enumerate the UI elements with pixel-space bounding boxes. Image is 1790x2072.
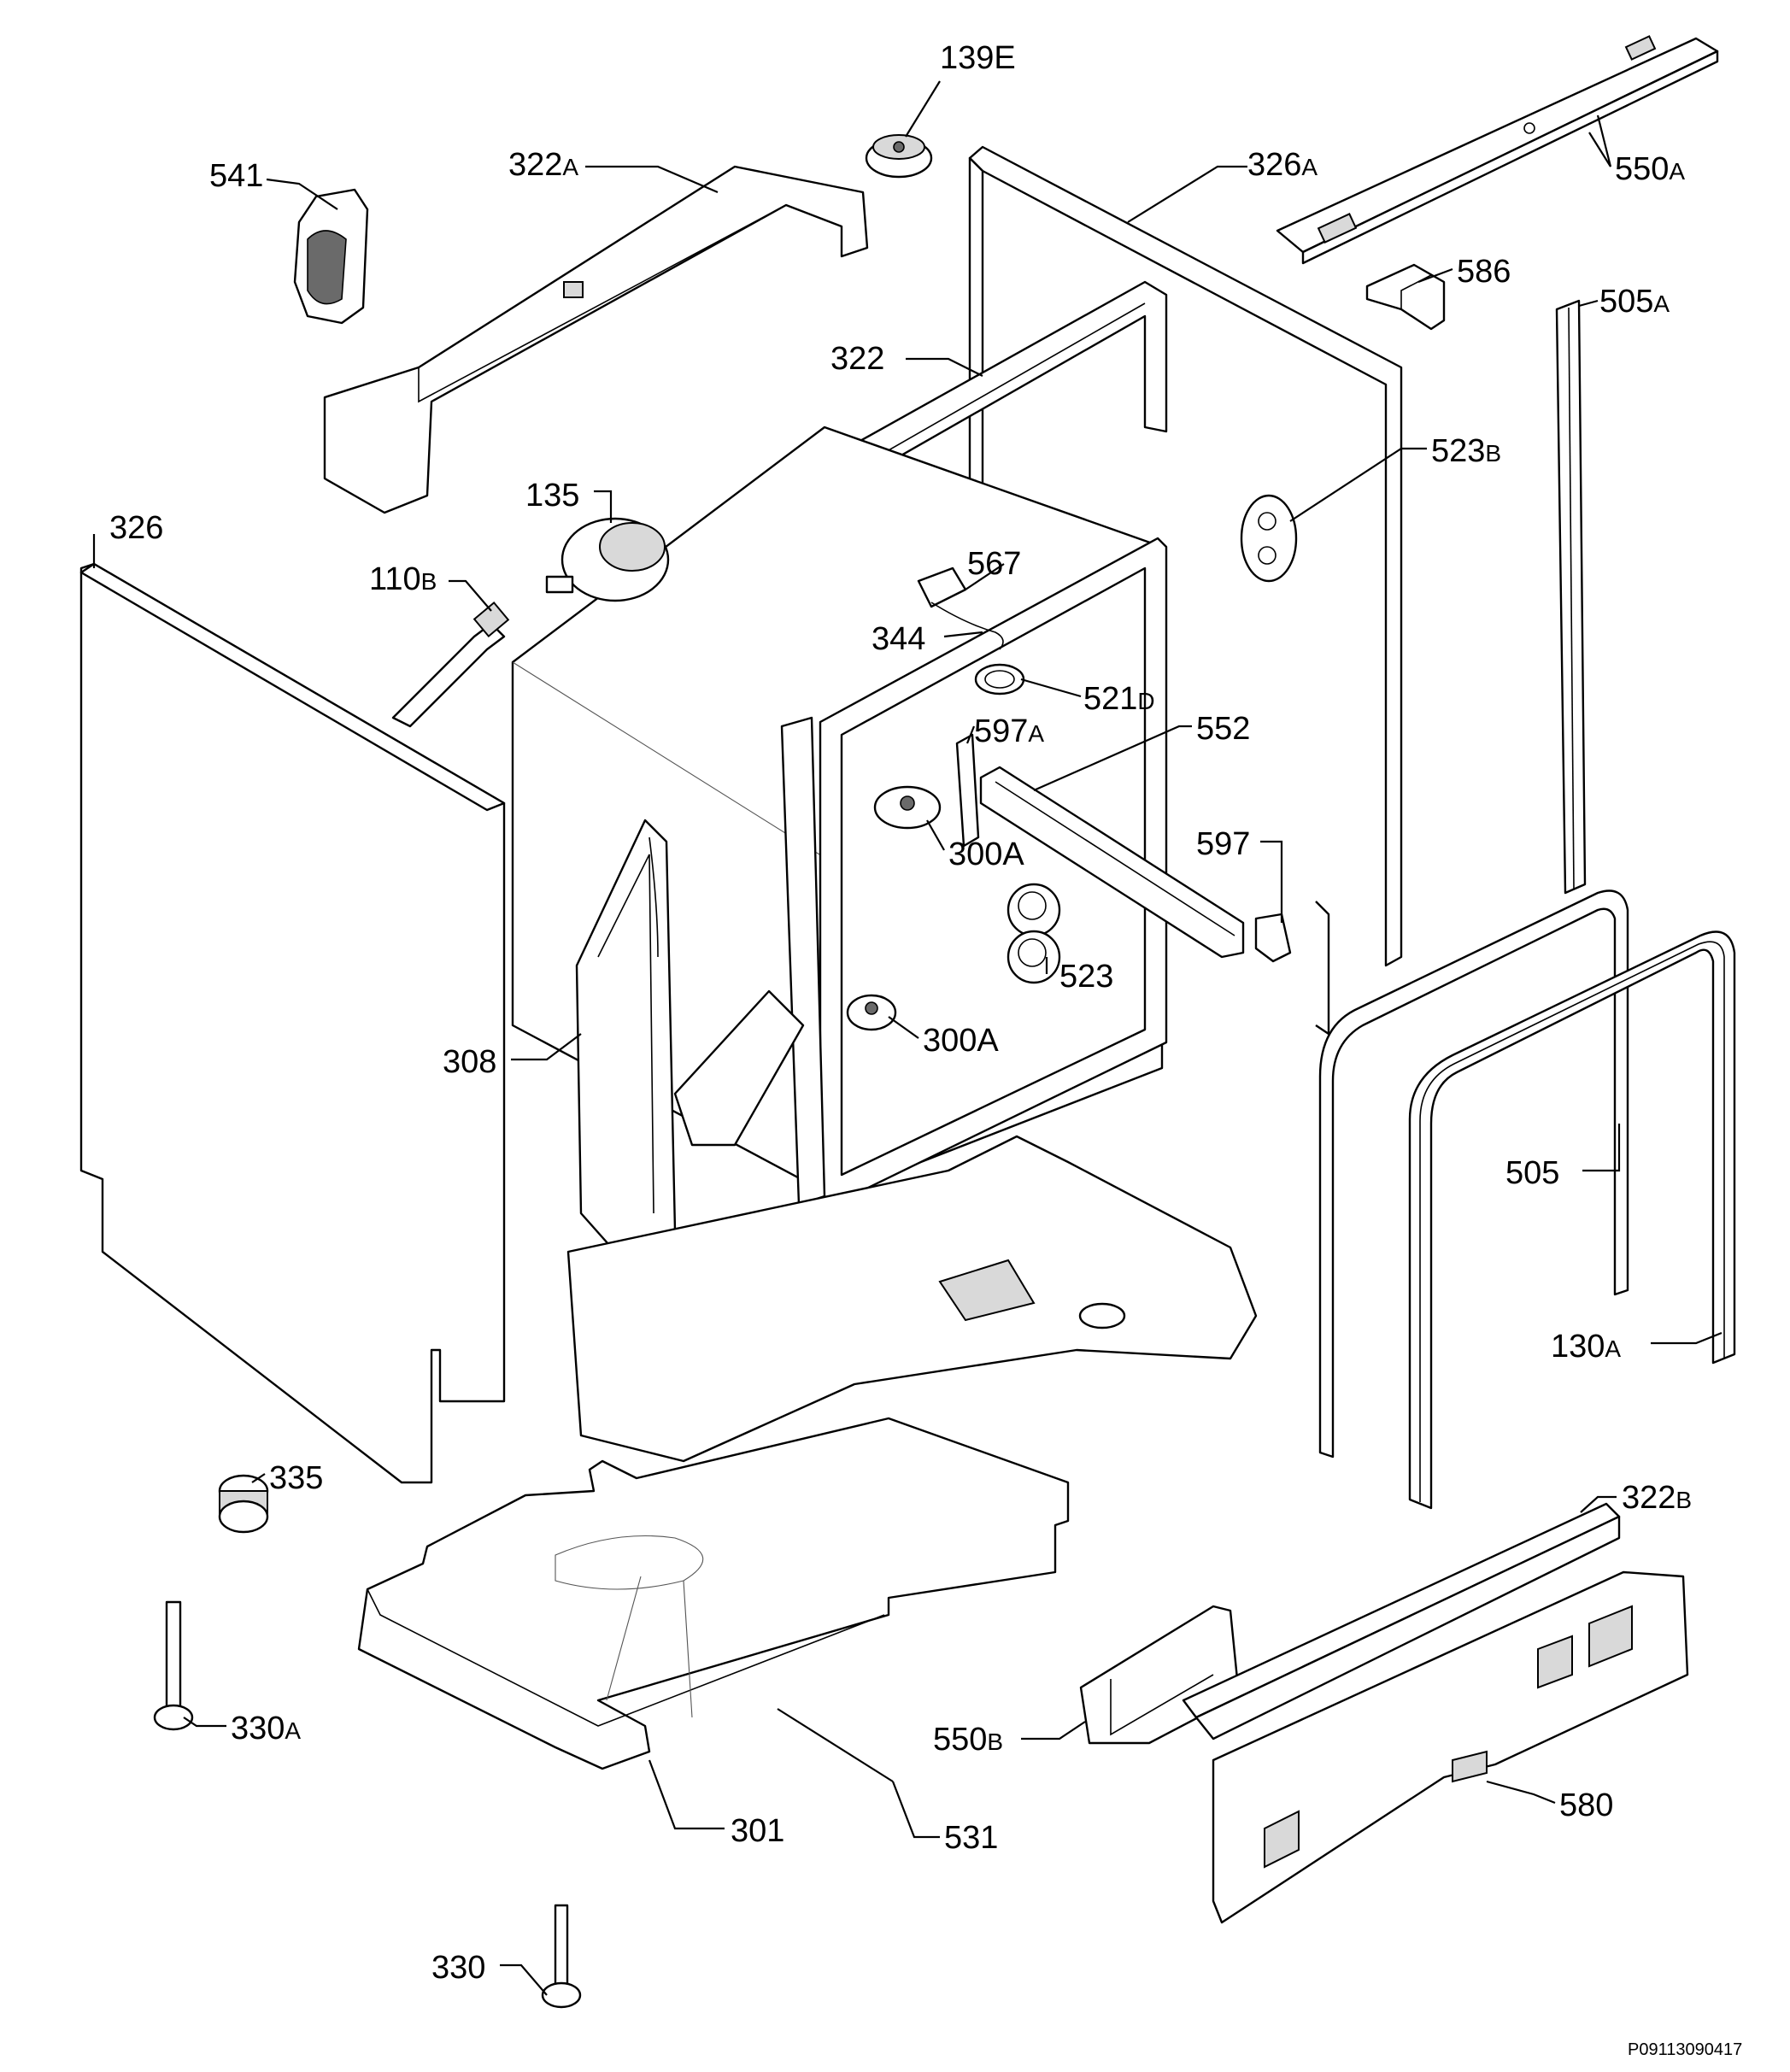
callout-541: 541 [209,158,263,194]
callout-523b: 523B [1431,433,1501,469]
part-135-float [545,517,670,602]
part-597-cap [1254,913,1292,963]
callout-130a: 130A [1551,1329,1621,1365]
part-597a-latch [955,733,980,848]
part-335-nut [218,1474,269,1534]
callout-597: 597 [1196,826,1250,862]
callout-300a-lower: 300A [923,1023,999,1059]
callout-335: 335 [269,1460,323,1496]
part-580-kick-plate [1212,1570,1689,1924]
part-523b-grommet [1240,494,1298,583]
callout-135: 135 [525,478,579,514]
callout-344: 344 [872,621,925,657]
callout-505: 505 [1505,1155,1559,1191]
part-586-bracket [1365,263,1446,331]
callout-521d: 521D [1083,681,1155,717]
callout-550b: 550B [933,1722,1003,1758]
callout-550a: 550A [1615,151,1685,187]
part-505-seal [1318,889,1629,1459]
part-322a-top-frame [323,165,869,514]
callout-301: 301 [731,1813,784,1849]
callout-330a: 330A [231,1711,301,1746]
part-326-side-panel [79,562,506,1484]
part-521d-ring [974,663,1025,696]
callout-326: 326 [109,510,163,546]
part-110b-hose [391,601,510,728]
part-door-frame [780,537,1168,1206]
callout-300a-upper: 300A [948,836,1024,872]
callout-330: 330 [431,1950,485,1986]
part-300a-upper-spray [873,785,942,830]
part-330a-screw [153,1600,194,1731]
part-139e-knob [865,134,933,179]
callout-308: 308 [443,1044,496,1080]
callout-326a: 326A [1247,147,1318,183]
leader-lines [92,80,1723,1996]
callout-523: 523 [1059,959,1113,995]
part-531-rod [777,1708,894,1782]
callout-labels: 139E 541 322A 326A 550A 586 505A 322 523… [109,40,1692,1986]
callout-139e: 139E [940,40,1016,76]
callout-505a: 505A [1599,284,1670,320]
callout-531: 531 [944,1820,998,1856]
part-505a-seal-strip [1555,299,1587,895]
reference-code: P09113090417 [1628,2040,1742,2059]
part-322b-rail [1182,1502,1621,1740]
part-330-screw [541,1904,582,2009]
part-301-base-pan [357,1417,1070,1770]
part-552-rail [979,766,1245,959]
callout-580: 580 [1559,1787,1613,1823]
part-base-frame [566,1135,1258,1463]
part-308-hinge [575,819,805,1253]
part-550a-mounting-strip [1276,35,1719,265]
callout-322b: 322B [1622,1480,1692,1516]
part-300a-lower-spray [846,994,897,1031]
callout-597a: 597A [974,713,1044,749]
callout-322: 322 [830,341,884,377]
part-130a-seal [1408,930,1736,1510]
callout-322a: 322A [508,147,578,183]
callout-110b: 110B [369,561,437,597]
part-541-clip [293,188,369,325]
callout-552: 552 [1196,711,1250,747]
callout-586: 586 [1457,254,1511,290]
callout-567: 567 [967,546,1021,582]
